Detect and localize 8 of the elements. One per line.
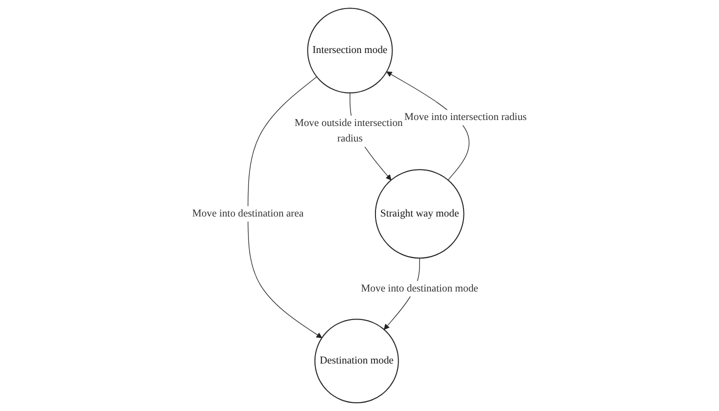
node-circle: Destination mode [314,318,399,404]
node-circle: Straight way mode [374,169,464,259]
edge-label: Move into destination area [192,208,304,220]
edge-label: Move outside intersection radius [294,118,403,144]
edge-label: Move into intersection radius [404,112,527,123]
edge-label: Move into destination mode [361,282,478,294]
arrow [248,76,322,338]
node-circle: Intersection mode [307,8,393,94]
